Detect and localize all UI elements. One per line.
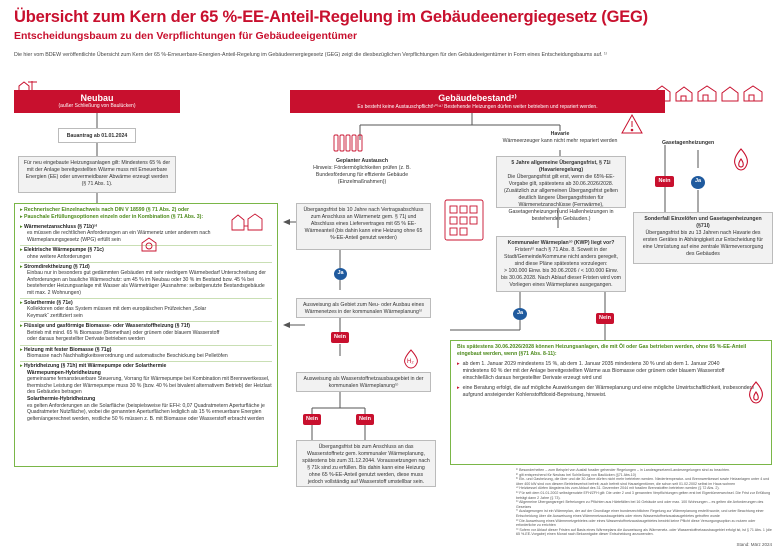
stand-date: Stand: März 2024 (736, 542, 772, 547)
page-title: Übersicht zum Kern der 65 %-EE-Anteil-Re… (14, 8, 648, 26)
city-plan-icon (444, 199, 484, 241)
footnote-8: ⁸⁾ Die Ausweisung eines Wärmenetzgebiete… (516, 518, 756, 528)
option-hybrid: ▸ Hybridheizung (§ 71h) mit Wärmepumpe o… (20, 363, 272, 422)
final-head: Bis spätestens 30.06.2026/2028 können He… (457, 344, 747, 357)
option-biomasse-fluessig: ▸ Flüssige und gasförmige Biomasse- oder… (20, 322, 272, 346)
options-head-1: ▸ Rechnerischer Einzelnachweis nach DIN … (20, 207, 190, 213)
bauantrag-box: Bauantrag ab 01.01.2024 (58, 128, 136, 143)
footnote-4: ⁴⁾ Heizkessel dürfen längstens bis zum A… (516, 486, 720, 491)
svg-text:H₂: H₂ (407, 359, 414, 365)
final-condition-box: Bis spätestens 30.06.2026/2028 können He… (450, 340, 772, 465)
neubau-rule-box: Für neu eingebaute Heizungsanlagen gilt:… (18, 156, 176, 193)
footnote-1: ¹⁾ Besonderheiten – zum Beispiel von Aus… (516, 468, 731, 472)
uebergang-waermenetz-box: Übergangsfrist bis 10 Jahre nach Vertrag… (296, 203, 431, 250)
options-head-2: ▸ Pauschale Erfüllungsoptionen einzeln o… (20, 214, 204, 220)
decision-ja-waermenetz: Ja (334, 268, 347, 280)
havarie-box: Havarie Wärmeerzeuger kann nicht mehr re… (500, 131, 620, 150)
district-heating-icon (231, 213, 263, 231)
decision-ja-kwp: Ja (513, 308, 527, 320)
footnote-3: ³⁾ Ein- und Gasheizung, die über und die… (516, 477, 770, 486)
decision-nein-h2-left: Nein (303, 414, 321, 425)
sonderfall-box: Sonderfall Einzelöfen und Gasetagenheizu… (633, 212, 773, 264)
decision-nein-netz: Nein (331, 332, 349, 343)
final-item-1: ▸ab dem 1. Januar 2029 mindestens 15 %, … (457, 361, 725, 381)
final-item-2: ▸eine Beratung erfolgt, die auf mögliche… (457, 385, 755, 398)
decision-ja-gasetagen: Ja (691, 176, 705, 189)
footnote-7: ⁷⁾ Auslagerungen ist ein Wärmeplan, der … (516, 509, 764, 518)
kwp-box: Kommunaler Wärmeplan⁵⁾ (KWP) liegt vor? … (496, 236, 626, 292)
hydrogen-icon: H₂ (404, 349, 418, 369)
gas-flame-icon (734, 148, 748, 171)
neubau-subtitle: (außer Schließung von Baulücken) (58, 103, 136, 109)
footnote-5: ⁵⁾ Für seit dem 01.01.2002 selbstgenutzt… (516, 490, 771, 500)
option-biomasse-fest: ▸ Heizung mit fester Biomasse (§ 71g) Bi… (20, 346, 272, 363)
radiator-icon (333, 134, 363, 152)
decision-nein-h2-right: Nein (356, 414, 374, 425)
bestand-subtitle: Es besteht keine Austauschpflicht!¹⁰⁾¹¹⁾… (357, 104, 598, 110)
ausweisung-h2-box: Ausweisung als Wasserstoffnetzausbaugebi… (296, 372, 431, 392)
footnote-2: ²⁾ gilt entsprechend für Neubau bei Schl… (516, 472, 636, 477)
heat-pump-icon (141, 237, 157, 252)
decision-nein-kwp: Nein (596, 313, 614, 324)
footnotes: ¹⁾ Besonderheiten – zum Beispiel von Aus… (516, 468, 774, 537)
page-subtitle: Entscheidungsbaum zu den Verpflichtungen… (14, 30, 358, 42)
austausch-box: Geplanter Austausch Hinweis: Fördermögli… (297, 157, 427, 190)
building-crane-icon (18, 81, 37, 94)
intro-text: Die hier vom BDEW veröffentlichte Übersi… (14, 52, 608, 58)
option-solarthermie: ▸ Solarthermie (§ 71e) Kollektoren oder … (20, 299, 272, 323)
neubau-header: Neubau (außer Schließung von Baulücken) (14, 90, 180, 113)
decision-nein-gasetagen: Nein (655, 176, 674, 187)
ausweisung-netz-box: Ausweisung als Gebiet zum Neu- oder Ausb… (296, 298, 431, 318)
uebergang-h2-box: Übergangsfrist bis zum Anschluss an das … (296, 440, 436, 487)
oil-gas-flame-icon (749, 381, 763, 404)
footnote-6: ⁶⁾ Allgemeine Übergangsregel: Befreiunge… (516, 500, 764, 509)
bestand-header: Gebäudebestand²⁾ Es besteht keine Austau… (290, 90, 665, 113)
footnote-9: ⁹⁾ Sofern vor Ablauf dieser Fristen auf … (516, 527, 772, 537)
gasetagen-label: Gasetagenheizungen (662, 140, 715, 146)
warning-fire-icon (621, 113, 643, 134)
uebergangsfrist-box: 5 Jahre allgemeine Übergangsfrist, § 71i… (496, 156, 626, 222)
option-waermepumpe: ▸ Elektrische Wärmepumpe (§ 71c) ohne we… (20, 246, 272, 264)
option-stromdirekt: ▸ Stromdirektheizung (§ 71d) Einbau nur … (20, 263, 272, 300)
bestand-title: Gebäudebestand²⁾ (438, 93, 517, 103)
neubau-title: Neubau (80, 93, 114, 103)
houses-icon (653, 85, 763, 102)
